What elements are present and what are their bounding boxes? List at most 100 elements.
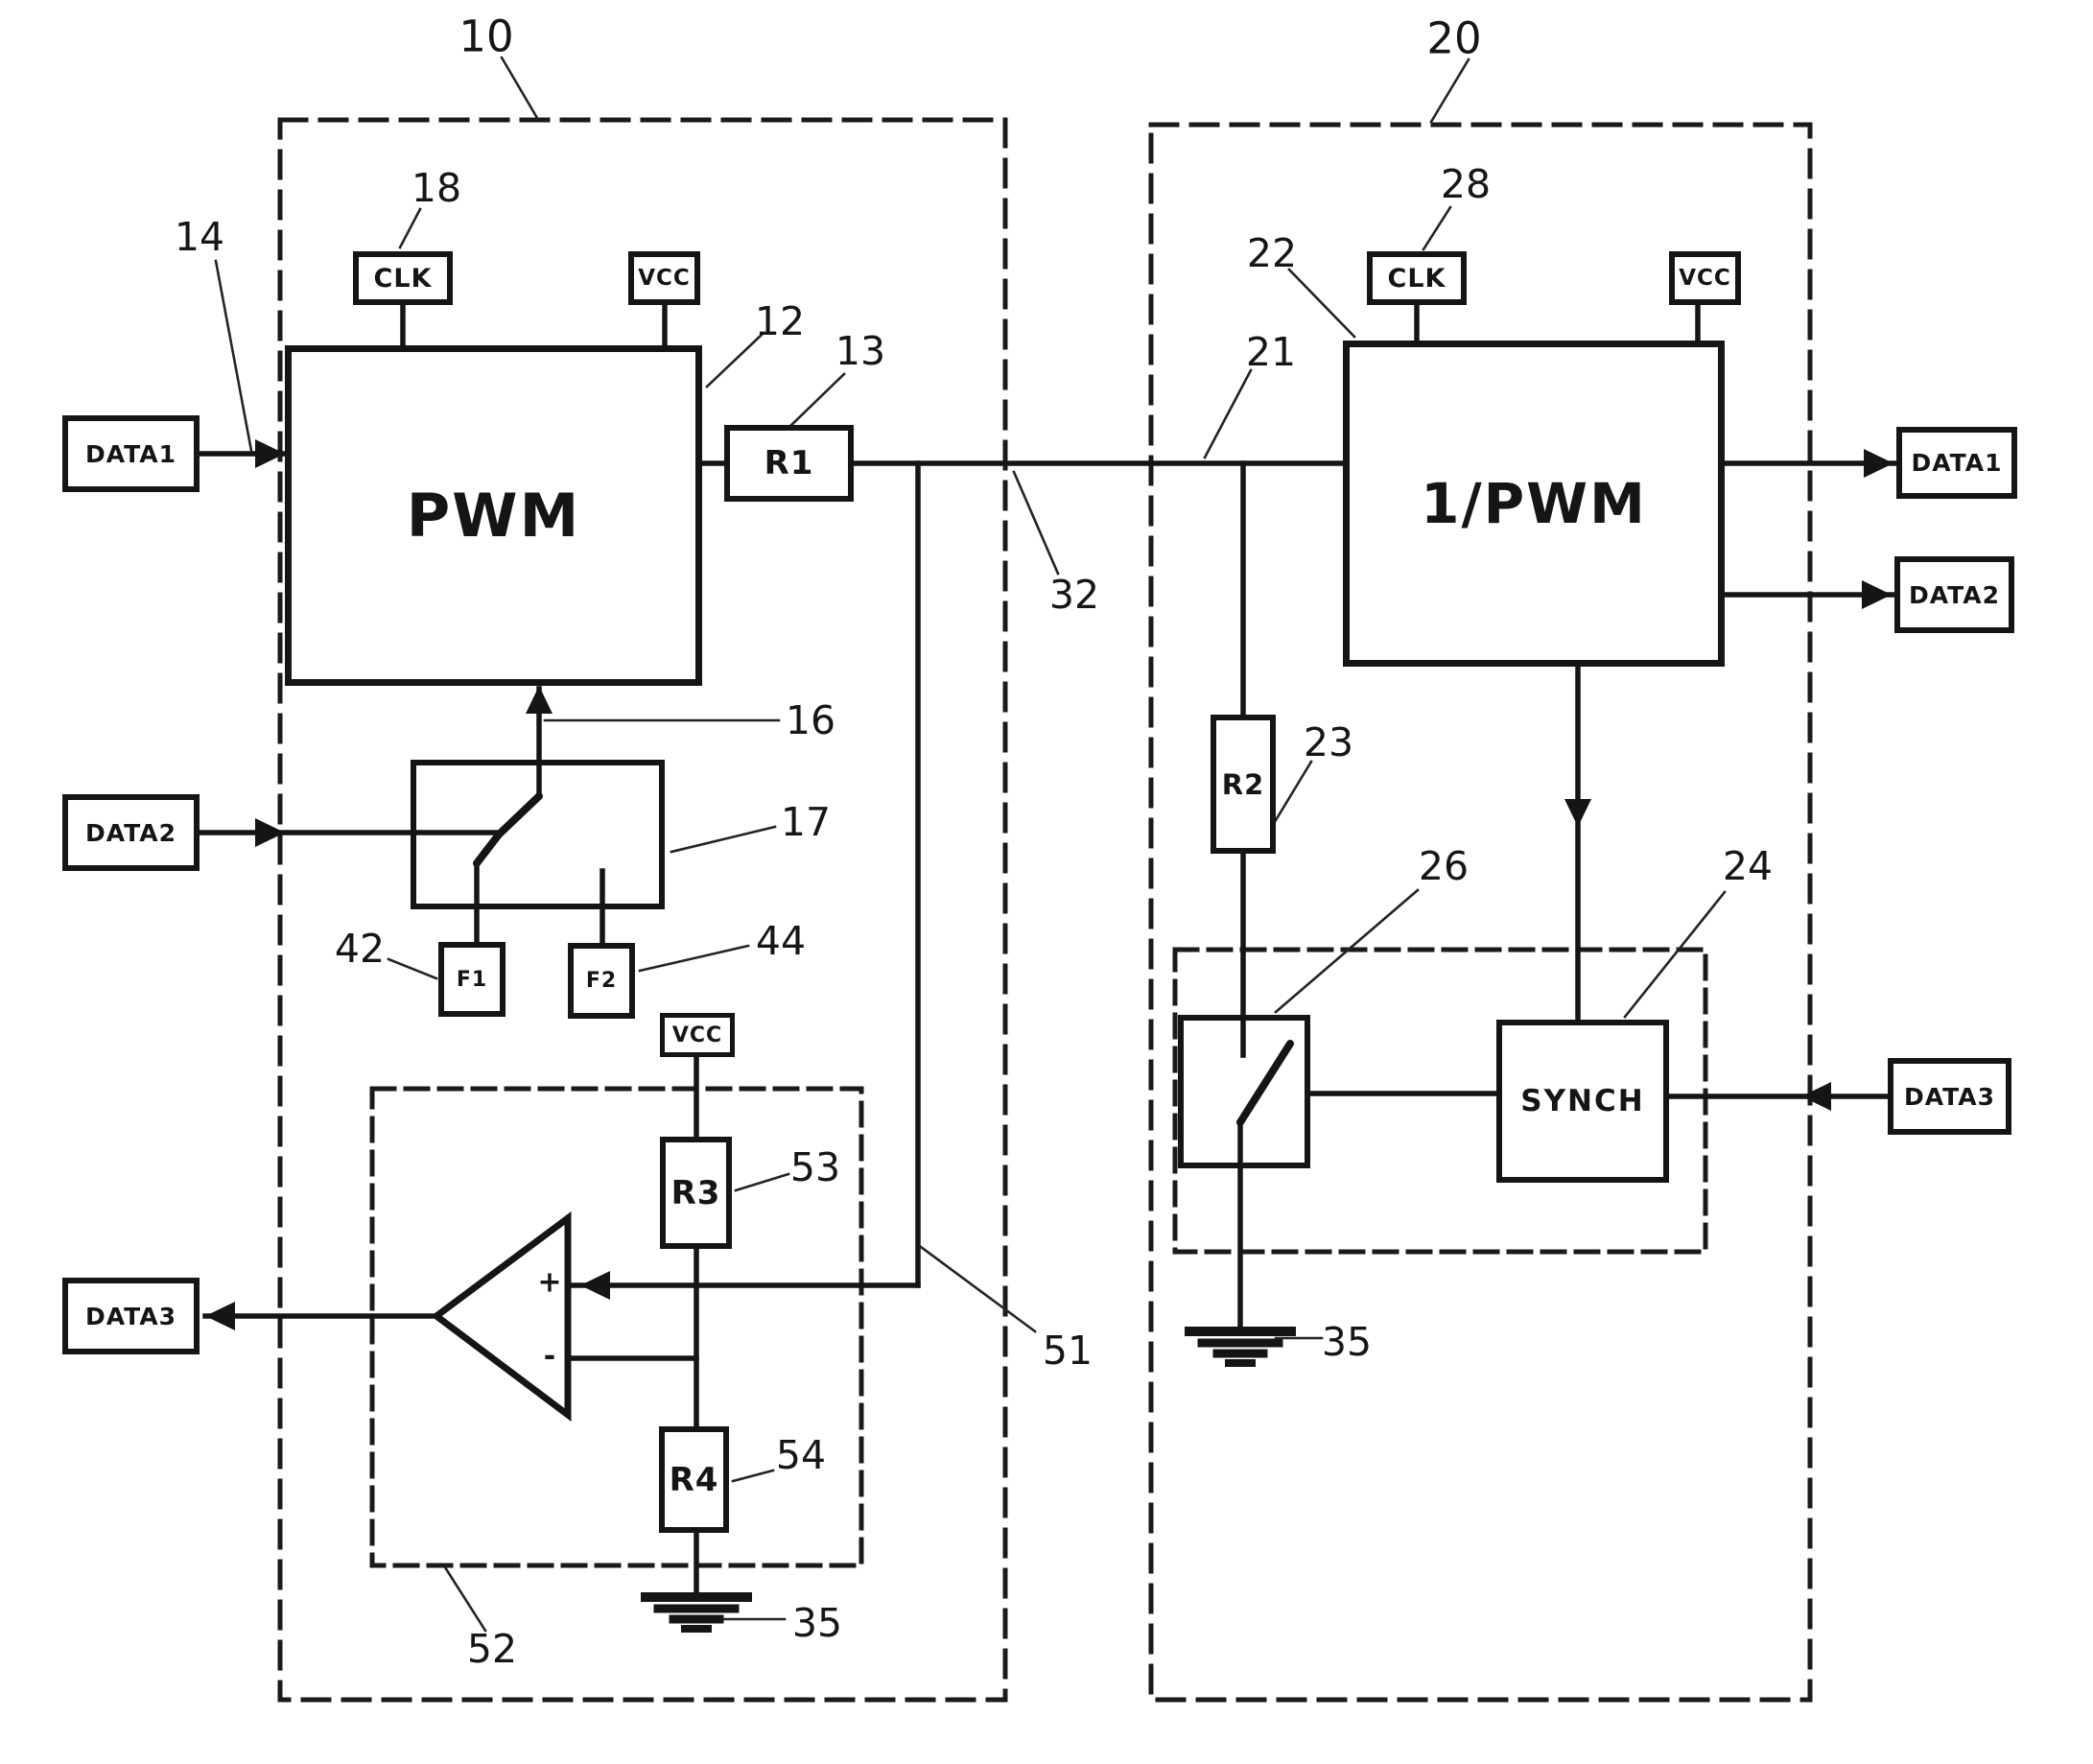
pointer-51 — [919, 1245, 1037, 1333]
ref-label-14: 14 — [174, 214, 225, 260]
ref-label-24: 24 — [1722, 843, 1774, 889]
comparator-subcircuit-box — [369, 1086, 864, 1568]
clk-right-box: CLK — [1367, 251, 1467, 305]
switch-levers — [473, 792, 1294, 1126]
ref-label-35-right: 35 — [1321, 1319, 1373, 1365]
switch-17-lever-icon — [473, 792, 543, 867]
pointer-24 — [1623, 890, 1727, 1019]
comparator-triangle — [431, 1211, 572, 1423]
arrowhead-left-icon — [580, 1271, 610, 1300]
pointer-42 — [387, 957, 438, 980]
switch-26-box — [1178, 1015, 1310, 1168]
arrowhead-left-icon — [1801, 1082, 1831, 1111]
data1-input-box: DATA1 — [62, 415, 200, 492]
comparator-minus-sign: - — [543, 1339, 556, 1374]
pointer-18 — [398, 207, 422, 249]
pointer-28 — [1422, 205, 1452, 251]
inv-pwm-box: 1/PWM — [1343, 341, 1725, 667]
pointer-23 — [1271, 760, 1313, 827]
ref-label-35-left: 35 — [791, 1600, 843, 1646]
ref-label-32: 32 — [1048, 572, 1100, 618]
switch-17-box — [411, 760, 665, 909]
r4-label: R4 — [669, 1460, 719, 1499]
r4-box: R4 — [659, 1426, 729, 1533]
ref-label-17: 17 — [780, 799, 832, 845]
transmitter-boundary-box — [277, 117, 1008, 1703]
arrowhead-up-icon — [526, 686, 553, 714]
pointer-54 — [731, 1469, 775, 1483]
pointer-53 — [734, 1172, 790, 1192]
vcc-left-label: VCC — [638, 266, 691, 291]
comparator-plus-sign: + — [537, 1265, 562, 1300]
f2-box: F2 — [568, 943, 635, 1019]
clk-right-label: CLK — [1387, 263, 1446, 294]
data1-output-label-right: DATA1 — [1911, 449, 2003, 477]
pointer-12 — [705, 332, 764, 388]
r1-box: R1 — [724, 425, 854, 502]
vcc-mid-label: VCC — [671, 1023, 723, 1047]
pointer-20 — [1429, 58, 1470, 124]
pointer-26 — [1274, 888, 1420, 1014]
ref-label-26: 26 — [1418, 843, 1470, 889]
f1-label: F1 — [456, 967, 488, 992]
data3-output-box: DATA3 — [62, 1278, 200, 1354]
ref-label-16: 16 — [785, 697, 836, 743]
r2-label: R2 — [1221, 767, 1265, 801]
arrowhead-right-icon — [1862, 580, 1892, 609]
pointer-21 — [1203, 368, 1253, 459]
pwm-box: PWM — [285, 345, 702, 686]
r2-box: R2 — [1211, 715, 1276, 854]
r1-label: R1 — [764, 444, 814, 482]
pwm-label: PWM — [406, 481, 581, 551]
pointer-32 — [1012, 470, 1060, 576]
ref-label-51: 51 — [1042, 1328, 1094, 1374]
switch-26-lever-icon — [1236, 1040, 1294, 1126]
ref-label-42: 42 — [334, 926, 386, 972]
ref-label-22: 22 — [1246, 230, 1298, 276]
synch-box: SYNCH — [1496, 1020, 1669, 1183]
pointer-22 — [1287, 268, 1356, 339]
data1-output-box-right: DATA1 — [1896, 427, 2017, 499]
pointer-14 — [214, 259, 253, 453]
clk-left-label: CLK — [373, 263, 433, 294]
pointer-17 — [670, 825, 777, 854]
pointer-13 — [787, 372, 846, 430]
vcc-mid-box: VCC — [660, 1013, 735, 1057]
r3-box: R3 — [660, 1137, 732, 1249]
ref-label-20: 20 — [1426, 12, 1482, 64]
arrowhead-right-icon — [1864, 449, 1893, 478]
synch-label: SYNCH — [1520, 1084, 1645, 1118]
r3-label: R3 — [670, 1173, 721, 1212]
ref-label-18: 18 — [411, 165, 462, 211]
arrowheads — [205, 439, 1893, 1330]
f2-label: F2 — [585, 969, 618, 993]
reference-pointer-lines — [214, 56, 1727, 1633]
data2-output-label-right: DATA2 — [1908, 580, 2000, 609]
data3-output-label: DATA3 — [84, 1302, 176, 1330]
ref-label-10: 10 — [459, 11, 514, 62]
vcc-right-box: VCC — [1669, 251, 1741, 305]
pointer-44 — [638, 944, 750, 973]
data3-input-box-right: DATA3 — [1888, 1058, 2011, 1135]
data1-input-label: DATA1 — [84, 439, 176, 468]
pointer-10 — [500, 56, 539, 120]
receiver-boundary-box — [1148, 122, 1813, 1703]
ref-label-53: 53 — [789, 1144, 841, 1190]
ref-label-13: 13 — [835, 328, 886, 374]
ground-symbols — [641, 1327, 1296, 1633]
data2-input-box: DATA2 — [62, 794, 200, 871]
arrowhead-right-icon — [255, 439, 285, 468]
arrowhead-left-icon — [205, 1302, 235, 1330]
ref-label-28: 28 — [1440, 161, 1492, 207]
data2-input-label: DATA2 — [84, 818, 176, 847]
ref-label-54: 54 — [775, 1432, 827, 1478]
switch-sync-subcircuit-box — [1172, 947, 1708, 1255]
ref-label-44: 44 — [755, 918, 807, 964]
ground-icon — [641, 1592, 752, 1633]
vcc-right-label: VCC — [1679, 266, 1731, 291]
inv-pwm-label: 1/PWM — [1421, 471, 1647, 536]
f1-box: F1 — [438, 942, 506, 1017]
ground-icon — [1185, 1327, 1296, 1367]
